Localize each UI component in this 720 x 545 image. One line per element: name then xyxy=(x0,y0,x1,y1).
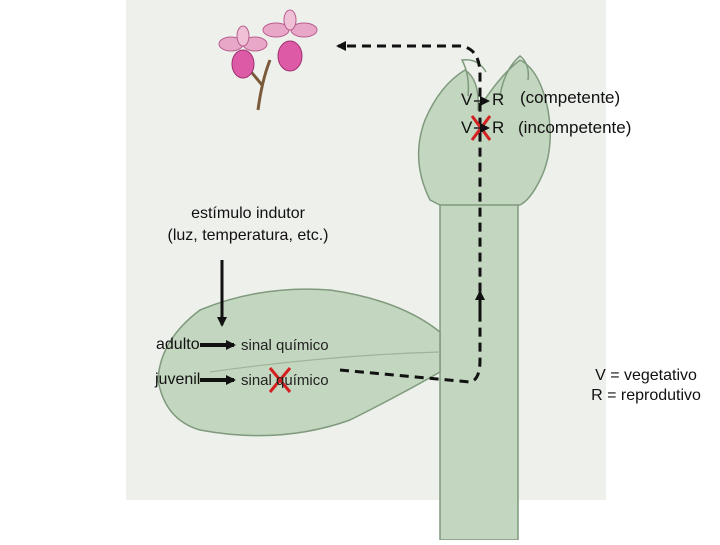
signal-label-juvenile: sinal químico xyxy=(241,372,329,389)
legend: V = vegetativo R = reprodutivo xyxy=(578,366,714,406)
competent-from: V xyxy=(461,90,473,109)
stimulus-line1: estímulo indutor xyxy=(191,205,305,222)
competent-to: R xyxy=(492,90,505,109)
leaf xyxy=(157,288,441,437)
legend-reproductive: R = reprodutivo xyxy=(591,387,701,404)
signal-label-adult: sinal químico xyxy=(241,337,329,354)
adult-label: adulto xyxy=(156,336,200,353)
incompetent-from: V xyxy=(461,118,473,137)
legend-vegetative: V = vegetativo xyxy=(595,367,697,384)
stimulus-line2: (luz, temperatura, etc.) xyxy=(167,227,329,244)
block-cross-juvenile xyxy=(268,367,292,393)
competent-label: (competente) xyxy=(520,88,621,107)
signal-path-arrow xyxy=(336,41,482,384)
leaf-midrib xyxy=(209,351,441,373)
stimulus-label: estímulo indutor (luz, temperatura, etc.… xyxy=(148,203,348,247)
apex-leaf-primordium xyxy=(499,55,530,97)
juvenile-label: juvenil xyxy=(155,371,201,388)
incompetent-to: R xyxy=(492,118,505,137)
incompetent-label: (incompetente) xyxy=(518,118,632,137)
flower-cluster xyxy=(218,9,318,111)
